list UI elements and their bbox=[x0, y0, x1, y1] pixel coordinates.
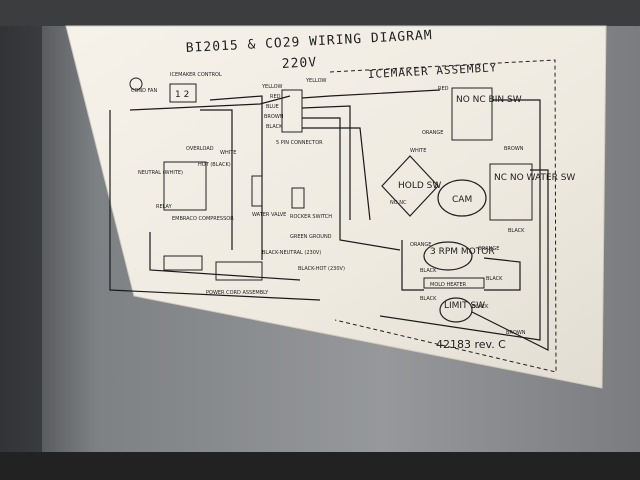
power-cord-label: POWER CORD ASSEMBLY bbox=[206, 290, 269, 296]
power-cord-body bbox=[215, 261, 263, 281]
green-ground-label: GREEN GROUND bbox=[290, 234, 332, 240]
limit-black-left: BLACK bbox=[420, 296, 437, 302]
cond-fan-label: COND FAN bbox=[131, 88, 157, 94]
wire-conn-1 bbox=[301, 89, 441, 99]
wire-asm-3 bbox=[401, 240, 424, 291]
bin-orange-label: ORANGE bbox=[422, 130, 443, 136]
water-brown-label: BROWN bbox=[504, 146, 524, 152]
heater-black-label: BLACK bbox=[486, 276, 503, 282]
icemaker-control-label: ICEMAKER CONTROL bbox=[170, 72, 222, 78]
revision-label: 42183 rev. C bbox=[436, 338, 506, 351]
wire-label-black: BLACK bbox=[266, 124, 283, 130]
cam-label: CAM bbox=[452, 195, 472, 205]
wire-asm-2 bbox=[471, 169, 549, 351]
motor-icon bbox=[423, 241, 473, 271]
wire-asm-1 bbox=[379, 99, 541, 341]
rocker-switch-label: ROCKER SWITCH bbox=[290, 214, 332, 220]
panel-left-edge bbox=[0, 26, 42, 456]
overload-label: OVERLOAD bbox=[186, 146, 214, 152]
five-pin-connector bbox=[281, 89, 303, 133]
compressor-box bbox=[163, 161, 207, 211]
limit-black-right: BLACK bbox=[472, 304, 489, 310]
five-pin-label: 5 PIN CONNECTOR bbox=[276, 140, 323, 146]
wire-label-brown: BROWN bbox=[264, 114, 284, 120]
water-switch-label: NC NO WATER SW bbox=[494, 173, 575, 183]
hold-switch-label: HOLD SW bbox=[398, 181, 441, 191]
hold-switch-diamond bbox=[381, 155, 439, 217]
wire-label-yellow-2: YELLOW bbox=[305, 78, 327, 84]
wire-left-4 bbox=[200, 109, 233, 250]
wire-left-2 bbox=[129, 95, 291, 111]
water-valve-icon bbox=[251, 175, 263, 207]
motor-orange-right: ORANGE bbox=[478, 246, 499, 252]
wire-left-1 bbox=[109, 110, 321, 301]
water-switch-box bbox=[489, 163, 533, 221]
motor-label: 3 RPM MOTOR bbox=[430, 247, 495, 257]
motor-orange-left: ORANGE bbox=[410, 242, 431, 248]
mold-heater-label: MOLD HEATER bbox=[430, 282, 467, 288]
wire-conn-4 bbox=[302, 127, 371, 221]
control-terminals: 1 2 bbox=[175, 90, 189, 100]
wire-conn-2 bbox=[301, 105, 351, 220]
water-black-label: BLACK bbox=[508, 228, 525, 234]
wire-conn-3 bbox=[302, 117, 401, 251]
black-neutral-label: BLACK-NEUTRAL (230V) bbox=[262, 250, 321, 256]
bin-red-label: RED bbox=[438, 86, 449, 92]
bottom-strip bbox=[0, 452, 640, 480]
hold-no-nc: NO NC bbox=[390, 200, 407, 206]
bin-switch-box bbox=[451, 87, 493, 141]
neutral-white-label: NEUTRAL (WHITE) bbox=[138, 170, 183, 176]
motor-black-label: BLACK bbox=[420, 268, 437, 274]
limit-brown-label: BROWN bbox=[506, 330, 526, 336]
bin-switch-label: NO NC BIN SW bbox=[456, 95, 522, 105]
wiring-sticker bbox=[65, 25, 607, 389]
wire-label-blue: BLUE bbox=[266, 104, 279, 110]
hold-white-label: WHITE bbox=[410, 148, 426, 154]
icemaker-assembly-box bbox=[329, 59, 557, 373]
mold-heater-box bbox=[423, 277, 485, 289]
diagram-voltage: 220V bbox=[281, 55, 317, 72]
wire-asm-4 bbox=[483, 257, 521, 291]
wire-label-white: WHITE bbox=[220, 150, 236, 156]
rocker-switch-icon bbox=[291, 187, 305, 209]
power-cord-plug bbox=[163, 255, 203, 271]
water-valve-label: WATER VALVE bbox=[252, 212, 286, 218]
black-hot-label: BLACK-HOT (230V) bbox=[298, 266, 345, 272]
compressor-label: EMBRACO COMPRESSOR bbox=[172, 216, 234, 222]
icemaker-control-box bbox=[169, 83, 197, 103]
relay-label: RELAY bbox=[156, 204, 173, 210]
hot-black-label: HOT (BLACK) bbox=[198, 162, 231, 168]
limit-switch-icon bbox=[439, 297, 473, 323]
wire-label-yellow-1: YELLOW bbox=[261, 84, 283, 90]
cond-fan-icon bbox=[129, 77, 143, 91]
wire-left-3 bbox=[149, 232, 301, 281]
wire-label-red: RED bbox=[270, 94, 281, 100]
cam-icon bbox=[437, 179, 487, 217]
limit-switch-label: LIMIT SW bbox=[444, 301, 485, 311]
